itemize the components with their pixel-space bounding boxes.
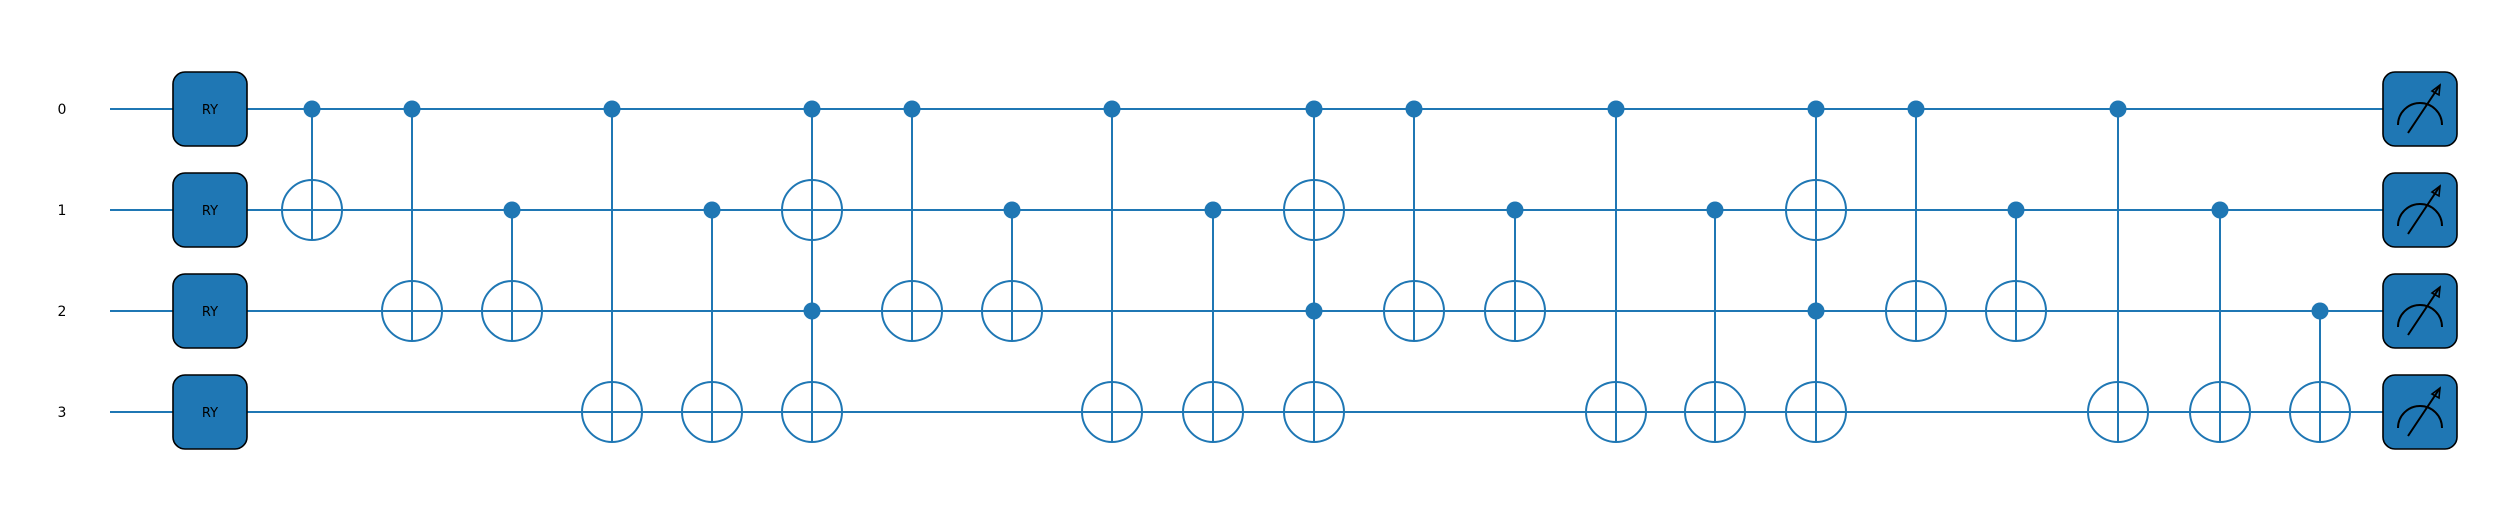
meter-arrowhead-icon [2430, 285, 2441, 299]
qubit-label-3: 3 [58, 405, 67, 421]
meter-icon [2397, 203, 2443, 227]
measure-gate-3 [2382, 374, 2458, 450]
cnot-9-control-dot [1103, 100, 1121, 118]
cnot-18-control-dot [2007, 201, 2025, 219]
ry-gate-0 [172, 71, 248, 147]
ry-gate-label-2: RY [202, 305, 218, 320]
measure-gate-0 [2382, 71, 2458, 147]
meter-icon [2397, 304, 2443, 328]
qubit-label-2: 2 [58, 304, 67, 320]
ry-gate-2 [172, 273, 248, 349]
cnot-5-control-dot [703, 201, 721, 219]
cnot-2-control-dot [403, 100, 421, 118]
cnot-14-control-dot [1607, 100, 1625, 118]
ry-gate-label-1: RY [202, 204, 218, 219]
multi-controlled-x-11-0-control-dot [1305, 100, 1323, 118]
ry-gate-label-0: RY [202, 103, 218, 118]
multi-controlled-x-6-0-control-dot [803, 100, 821, 118]
cnot-10-control-dot [1204, 201, 1222, 219]
multi-controlled-x-6-2-control-dot [803, 302, 821, 320]
cnot-17-control-dot [1907, 100, 1925, 118]
ry-gate-3 [172, 374, 248, 450]
cnot-7-control-dot [903, 100, 921, 118]
cnot-13-control-dot [1506, 201, 1524, 219]
meter-arrowhead-icon [2430, 83, 2441, 97]
meter-arrowhead-icon [2430, 386, 2441, 400]
ry-gate-1 [172, 172, 248, 248]
cnot-8-control-dot [1003, 201, 1021, 219]
multi-controlled-x-16-0-control-dot [1807, 100, 1825, 118]
cnot-20-control-dot [2211, 201, 2229, 219]
cnot-3-control-dot [503, 201, 521, 219]
multi-controlled-x-16-2-control-dot [1807, 302, 1825, 320]
cnot-15-control-dot [1706, 201, 1724, 219]
ry-gate-label-3: RY [202, 406, 218, 421]
measure-gate-2 [2382, 273, 2458, 349]
meter-icon [2397, 102, 2443, 126]
cnot-21-control-dot [2311, 302, 2329, 320]
qubit-label-1: 1 [58, 203, 67, 219]
cnot-19-control-dot [2109, 100, 2127, 118]
meter-arrowhead-icon [2430, 184, 2441, 198]
cnot-12-control-dot [1405, 100, 1423, 118]
multi-controlled-x-11-2-control-dot [1305, 302, 1323, 320]
cnot-1-control-dot [303, 100, 321, 118]
measure-gate-1 [2382, 172, 2458, 248]
qubit-label-0: 0 [58, 102, 67, 118]
cnot-4-control-dot [603, 100, 621, 118]
meter-icon [2397, 405, 2443, 429]
